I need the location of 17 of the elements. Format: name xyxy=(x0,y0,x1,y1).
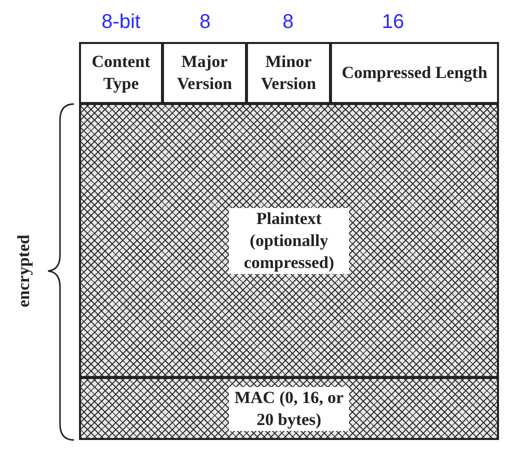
header-field-box xyxy=(246,42,331,104)
mac-box xyxy=(79,377,499,440)
bit-width-label: 16 xyxy=(382,11,404,33)
brace-label: encrypted xyxy=(14,234,34,308)
field-label: Minor Version xyxy=(260,51,318,95)
field-label: Compressed Length xyxy=(340,62,488,84)
field-label: MAC (0, 16, or 20 bytes) xyxy=(229,386,349,430)
payload-box xyxy=(79,103,499,378)
bit-width-label: 8 xyxy=(282,11,294,33)
header-field-box xyxy=(79,42,163,104)
header-field-box xyxy=(162,42,247,104)
bit-width-label: 8-bit xyxy=(102,11,140,33)
field-label: Plaintext (optionally compressed) xyxy=(229,208,349,274)
field-label: Major Version xyxy=(176,51,234,95)
field-label: Content Type xyxy=(90,51,152,95)
bit-width-label: 8 xyxy=(199,11,211,33)
header-field-box xyxy=(330,42,499,104)
